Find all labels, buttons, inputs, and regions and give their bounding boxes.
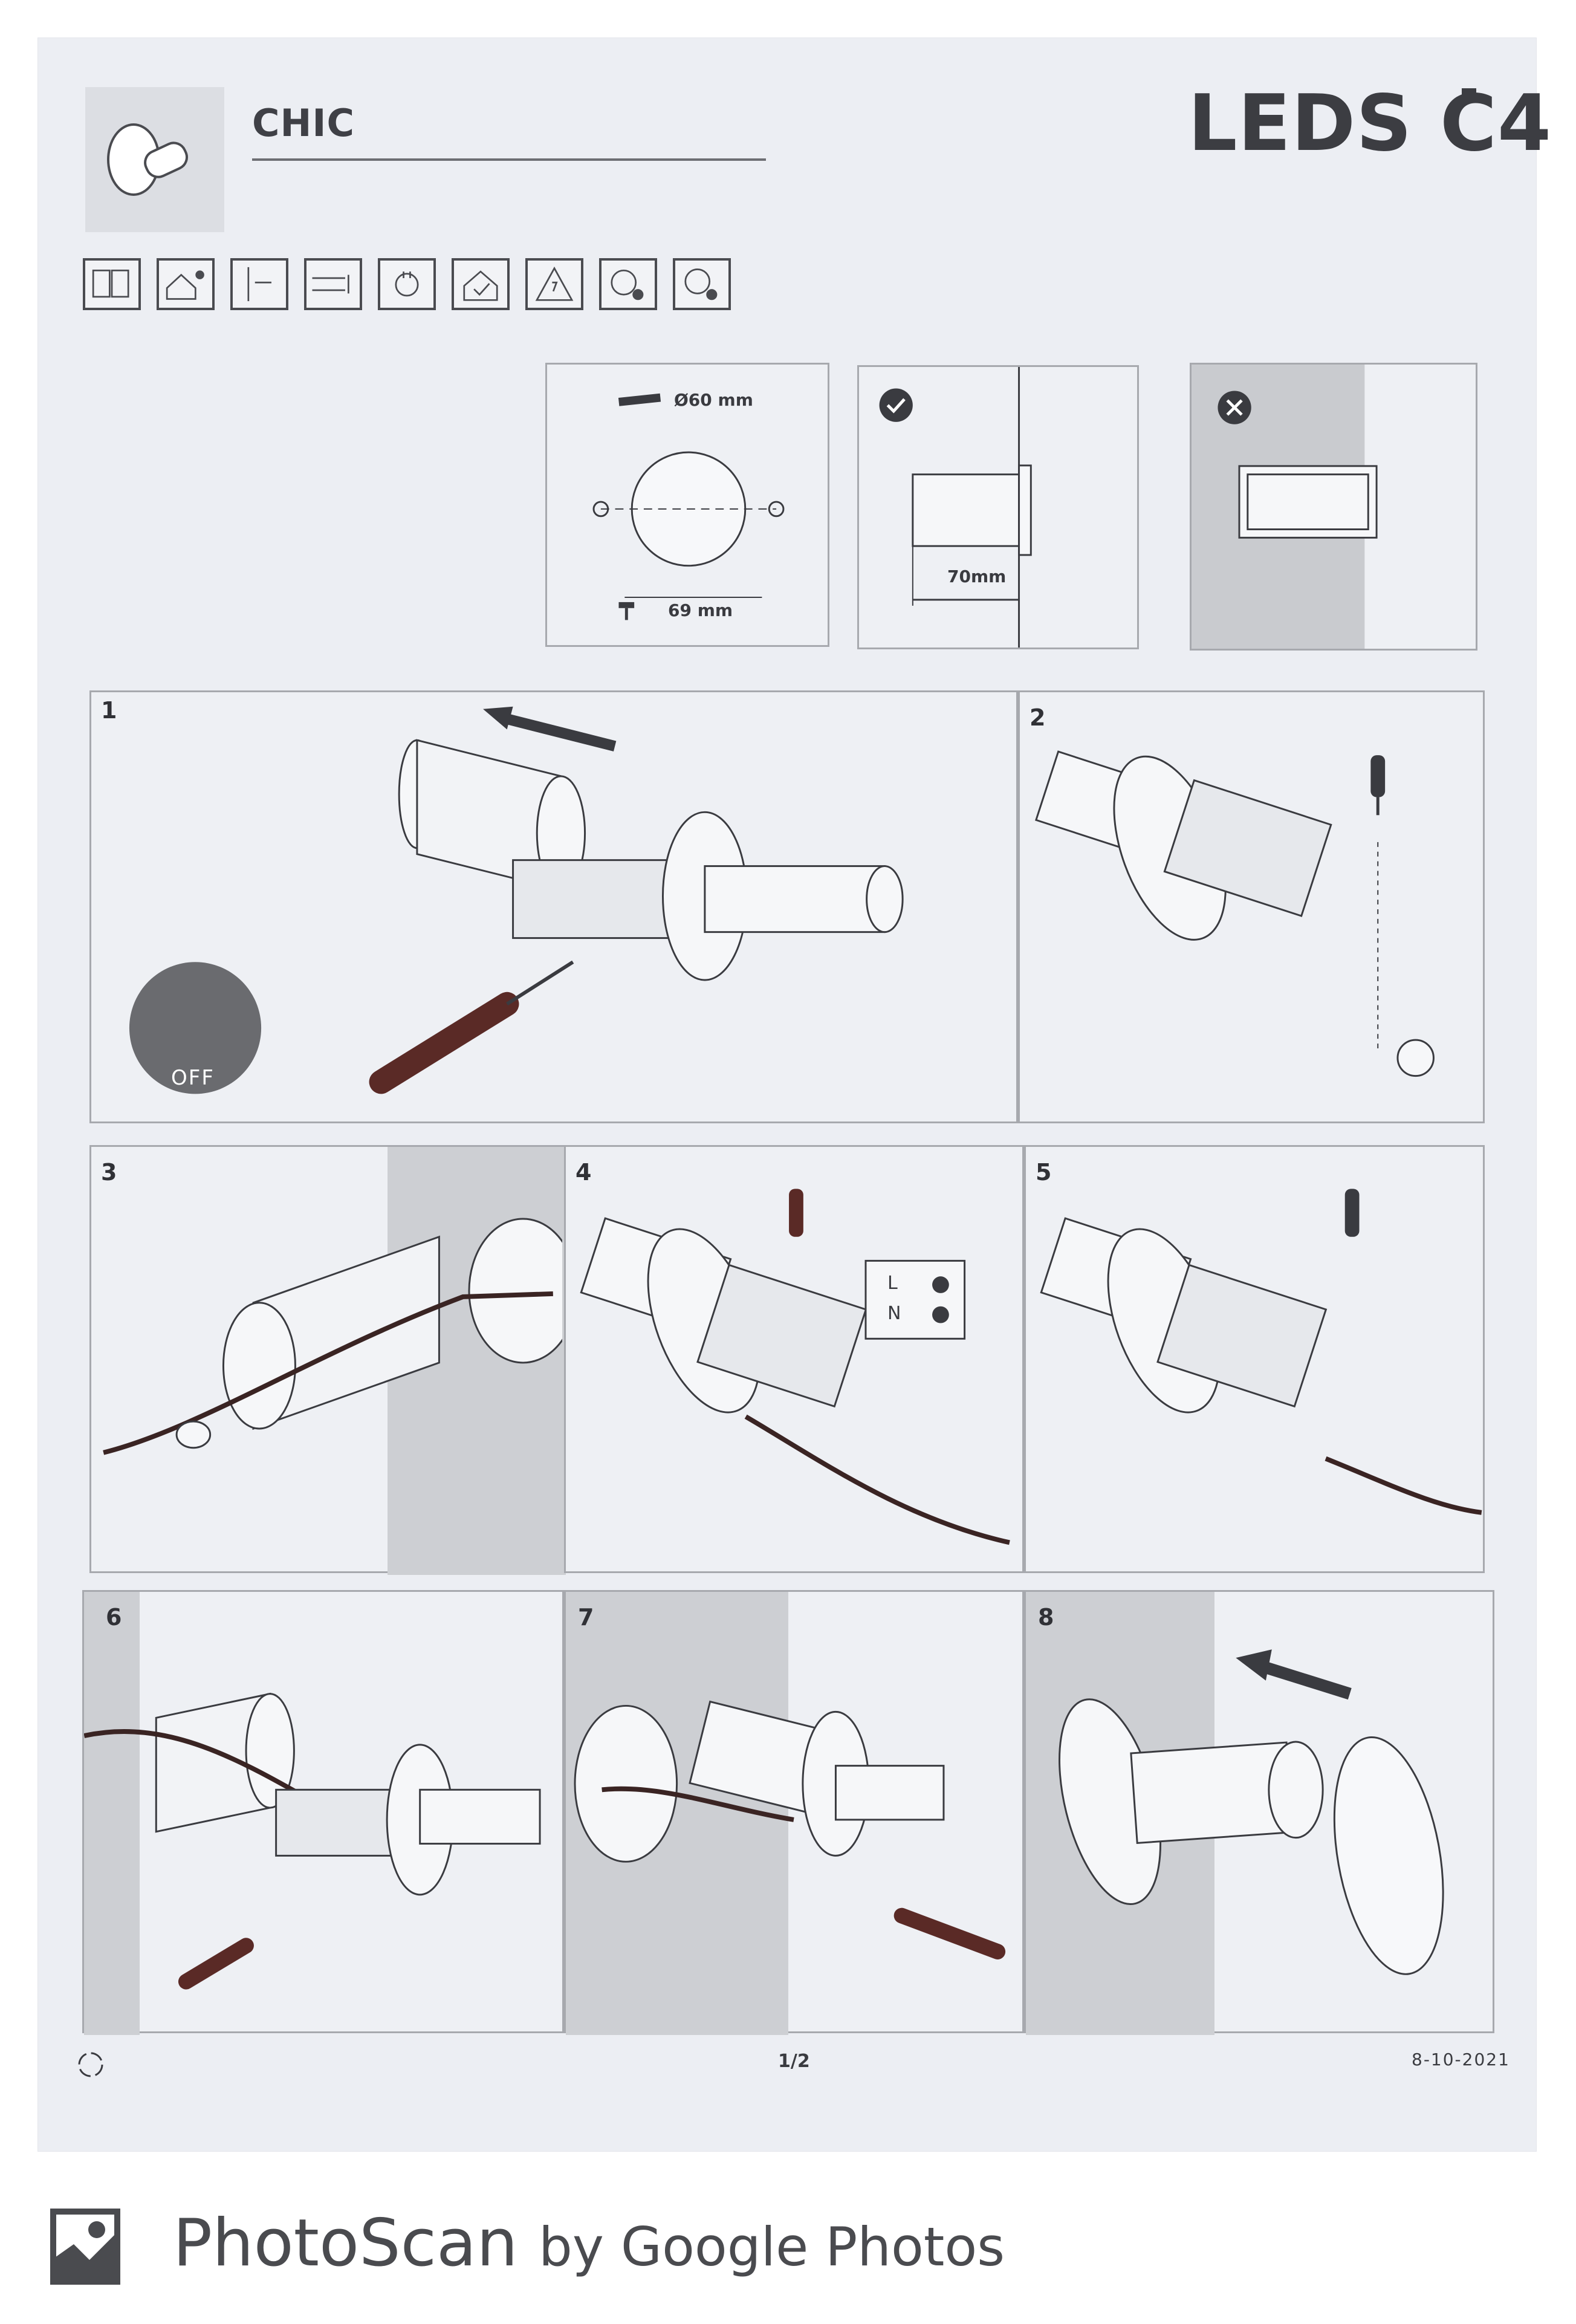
recycle-icon bbox=[76, 2050, 106, 2080]
depth-label: 70mm bbox=[947, 566, 1007, 586]
drill-spacing-label: 69 mm bbox=[668, 600, 733, 620]
step-4-panel: 4 L N bbox=[564, 1145, 1024, 1573]
driver-replace-icon bbox=[673, 258, 731, 310]
step-3-number: 3 bbox=[101, 1159, 117, 1186]
lamp-thumbnail-icon bbox=[107, 123, 189, 196]
incorrect-depth-panel bbox=[1190, 363, 1477, 651]
step-3-panel: 3 bbox=[89, 1145, 566, 1575]
step-5-number: 5 bbox=[1036, 1159, 1052, 1186]
step-6-panel: 6 bbox=[82, 1590, 564, 2035]
cable-icon bbox=[304, 258, 362, 310]
house-check-icon bbox=[452, 258, 510, 310]
photoscan-byline: by Google Photos bbox=[538, 2216, 1005, 2278]
photoscan-app-name: PhotoScan bbox=[173, 2206, 518, 2281]
step-2-panel: 2 bbox=[1018, 690, 1485, 1123]
electrostatic-warning-icon bbox=[525, 258, 583, 310]
step-6-number: 6 bbox=[106, 1604, 122, 1631]
title-underline bbox=[252, 158, 766, 161]
cut-diameter-label: Ø60 mm bbox=[674, 390, 753, 410]
power-plug-icon bbox=[378, 258, 436, 310]
step-8-number: 8 bbox=[1038, 1604, 1054, 1631]
step-2-number: 2 bbox=[1030, 704, 1046, 731]
wall-section bbox=[84, 1592, 140, 2035]
distance-icon bbox=[230, 258, 288, 310]
indoor-outdoor-icon bbox=[157, 258, 215, 310]
hole-cut-spec-panel: Ø60 mm 69 mm bbox=[545, 363, 829, 647]
document-date: 8-10-2021 bbox=[1412, 2050, 1510, 2069]
step-5-panel: 5 bbox=[1024, 1145, 1485, 1573]
step-7-panel: 7 bbox=[564, 1590, 1024, 2035]
photoscan-banner: PhotoScan by Google Photos bbox=[173, 2206, 1005, 2281]
correct-depth-panel: 70mm bbox=[857, 365, 1139, 649]
step-1-panel: 1 OFF bbox=[89, 690, 1018, 1123]
instructions-icon bbox=[83, 258, 141, 310]
product-thumbnail bbox=[85, 87, 224, 232]
step-1-number: 1 bbox=[101, 697, 117, 724]
symbol-row bbox=[83, 258, 731, 310]
step-7-number: 7 bbox=[578, 1604, 594, 1631]
page-number: 1/2 bbox=[778, 2051, 810, 2072]
step-8-panel: 8 bbox=[1024, 1590, 1494, 2035]
led-replace-icon bbox=[599, 258, 657, 310]
photoscan-logo-icon bbox=[50, 2208, 121, 2285]
brand-logo-mark bbox=[1462, 88, 1476, 103]
neutral-terminal-label: N bbox=[887, 1303, 901, 1324]
power-off-label: OFF bbox=[171, 1066, 215, 1090]
step-4-number: 4 bbox=[576, 1159, 592, 1186]
product-title: CHIC bbox=[252, 101, 355, 145]
live-terminal-label: L bbox=[887, 1273, 898, 1294]
brand-logo: LEDS C4 bbox=[1188, 79, 1552, 169]
